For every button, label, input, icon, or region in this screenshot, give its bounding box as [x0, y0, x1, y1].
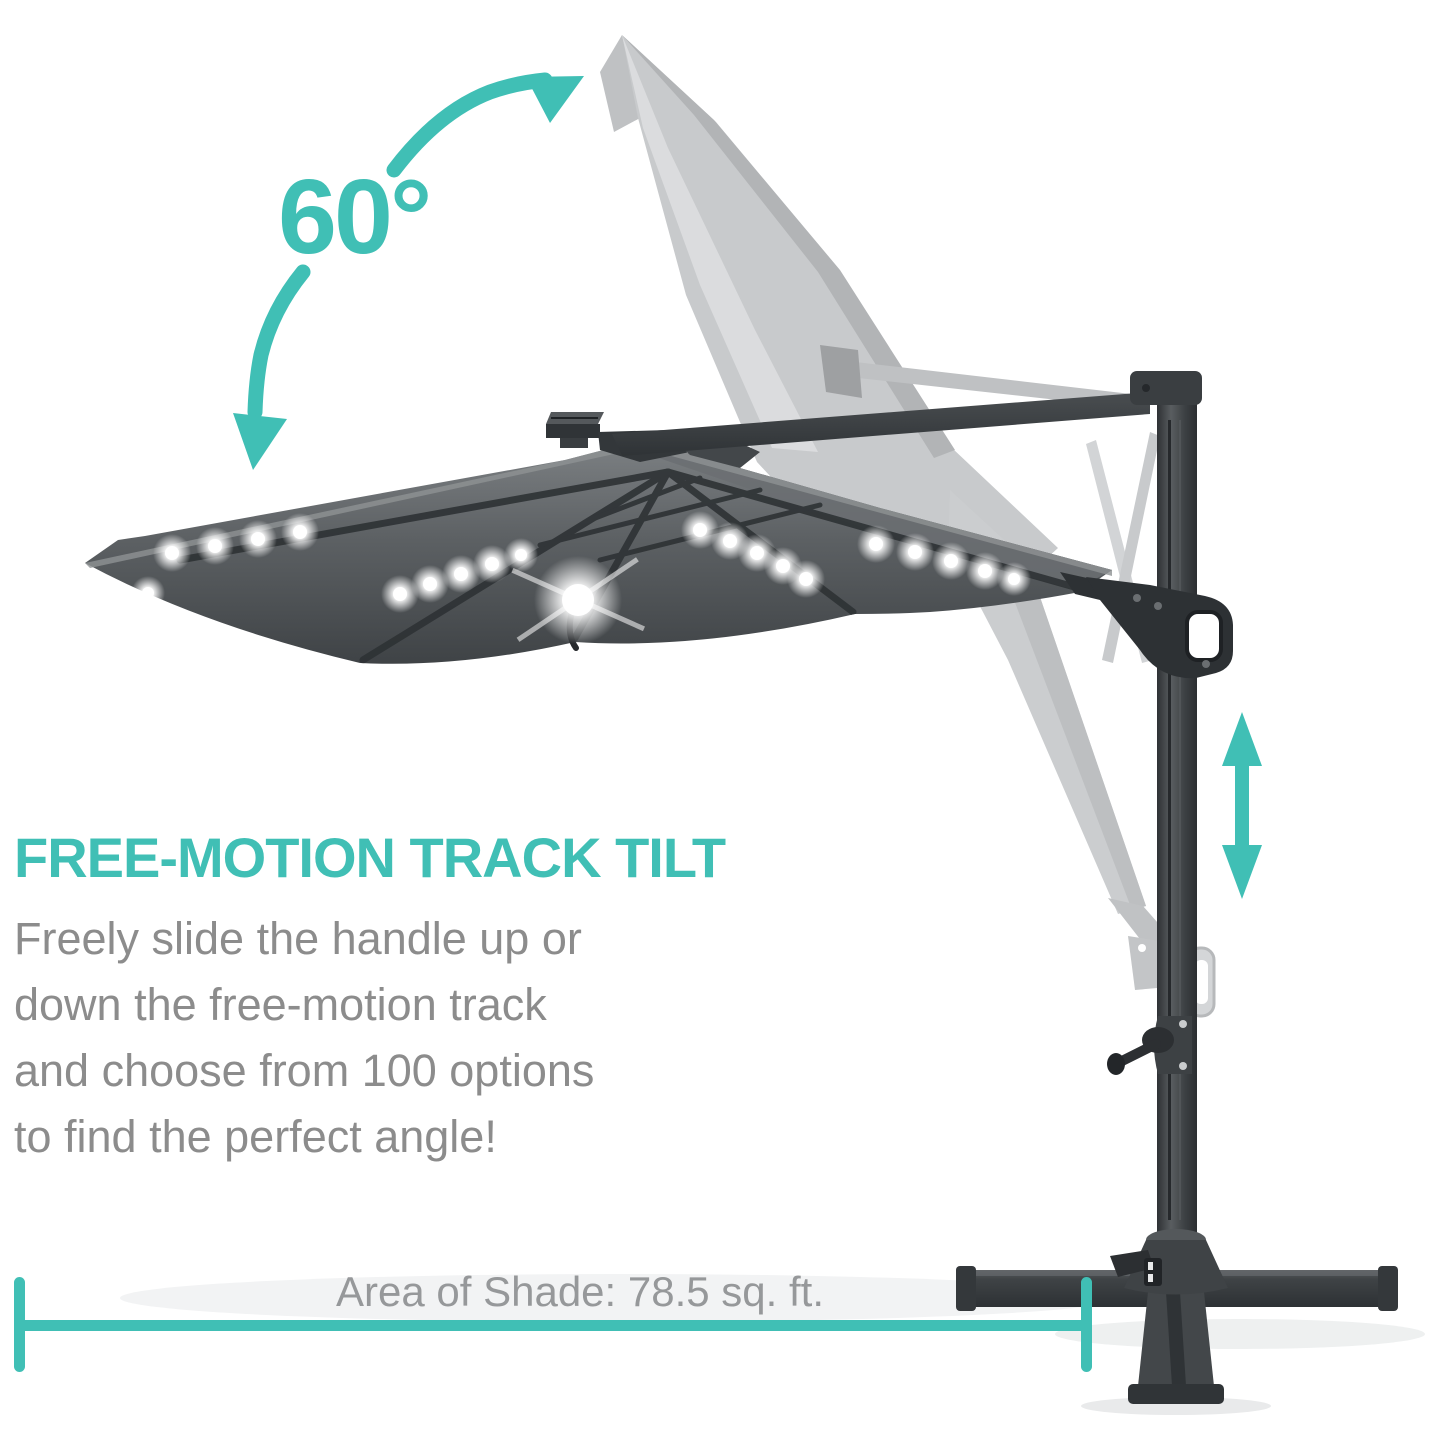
- led-lights: [101, 511, 1031, 644]
- feature-description: Freely slide the handle up or down the f…: [14, 906, 594, 1170]
- shade-area-label: Area of Shade: 78.5 sq. ft.: [336, 1268, 824, 1315]
- feature-description-line: Freely slide the handle up or: [14, 913, 582, 964]
- tilt-handle: [1086, 577, 1233, 679]
- feature-description-line: to find the perfect angle!: [14, 1111, 497, 1162]
- crank-handle: [1107, 1016, 1192, 1075]
- base-pedal: [1110, 1250, 1154, 1277]
- tilt-range-arrows: [233, 72, 584, 470]
- center-light: [511, 556, 645, 644]
- solar-panel: [546, 412, 604, 448]
- shade-dimension-line: [14, 1277, 1092, 1372]
- feature-heading: FREE-MOTION TRACK TILT: [14, 826, 726, 889]
- ghost-tilted-umbrella: [600, 35, 1216, 1018]
- cantilever-arm: [612, 392, 1150, 456]
- cross-base: [956, 1229, 1398, 1404]
- free-motion-track: [1168, 420, 1171, 1220]
- umbrella-canopy: [85, 412, 1112, 664]
- feature-description-line: down the free-motion track: [14, 979, 547, 1030]
- slide-up-down-arrow: [1222, 712, 1262, 899]
- feature-description-line: and choose from 100 options: [14, 1045, 595, 1096]
- tilt-angle-label: 60°: [278, 158, 432, 276]
- pole: [1130, 371, 1202, 1245]
- pole-top-cap: [1130, 371, 1202, 405]
